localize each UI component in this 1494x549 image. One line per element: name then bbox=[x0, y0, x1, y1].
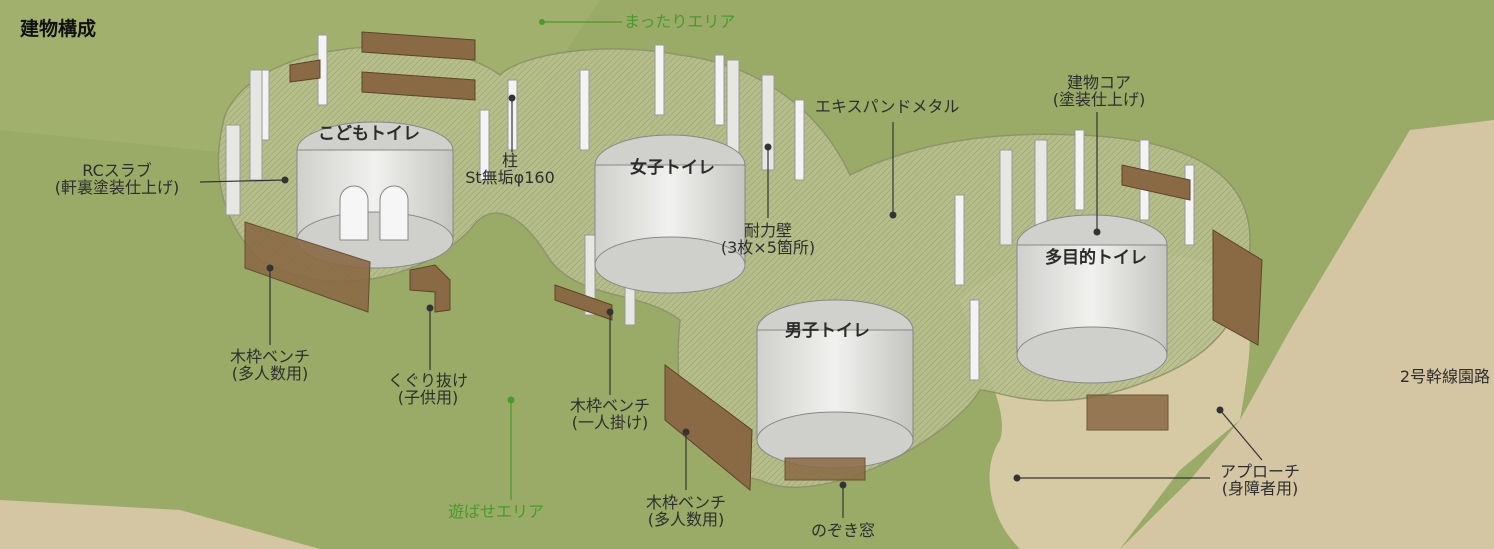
label-rc-slab-line2: (軒裏塗装仕上げ) bbox=[54, 178, 180, 197]
label-rc-slab-line1: RCスラブ bbox=[82, 161, 152, 180]
label-building-core: 建物コア (塗装仕上げ) bbox=[1030, 74, 1168, 108]
label-mens-toilet: 男子トイレ bbox=[785, 321, 870, 341]
crawl-through bbox=[409, 264, 451, 313]
label-bench-single-line1: 木枠ベンチ bbox=[569, 396, 650, 415]
label-core-line1: 建物コア bbox=[1066, 73, 1131, 92]
label-multi-toilet: 多目的トイレ bbox=[1045, 248, 1147, 268]
label-crawl-through: くぐり抜け (子供用) bbox=[368, 372, 488, 406]
core-kids bbox=[296, 121, 454, 269]
label-bench-multi-2-line2: (多人数用) bbox=[647, 510, 725, 529]
label-bench-single-line2: (一人掛け) bbox=[571, 413, 649, 432]
core-men bbox=[756, 299, 914, 469]
label-bench-multi-2: 木枠ベンチ (多人数用) bbox=[626, 494, 746, 528]
label-column-line2: St無垢φ160 bbox=[465, 168, 555, 187]
park-road bbox=[1120, 120, 1494, 549]
label-womens-toilet: 女子トイレ bbox=[630, 158, 715, 178]
leader-lines bbox=[199, 19, 1263, 518]
label-bench-multi-1: 木枠ベンチ (多人数用) bbox=[210, 348, 330, 382]
core-multi bbox=[1016, 214, 1168, 384]
label-approach: アプローチ (身障者用) bbox=[1200, 463, 1320, 497]
label-shear-wall: 耐力壁 (3枚×5箇所) bbox=[702, 222, 834, 256]
label-crawl-line2: (子供用) bbox=[397, 388, 459, 407]
label-approach-line1: アプローチ bbox=[1219, 462, 1300, 481]
label-expanded-metal: エキスパンドメタル bbox=[815, 97, 960, 116]
label-rc-slab: RCスラブ (軒裏塗装仕上げ) bbox=[36, 162, 198, 196]
label-peek-window: のぞき窓 bbox=[810, 521, 875, 540]
label-core-line2: (塗装仕上げ) bbox=[1052, 90, 1146, 109]
label-approach-line2: (身障者用) bbox=[1221, 479, 1299, 498]
label-bench-multi-1-line2: (多人数用) bbox=[231, 364, 309, 383]
label-bench-multi-2-line1: 木枠ベンチ bbox=[645, 493, 726, 512]
label-bench-multi-1-line1: 木枠ベンチ bbox=[229, 347, 310, 366]
core-women bbox=[594, 134, 746, 294]
label-shear-wall-line2: (3枚×5箇所) bbox=[720, 238, 816, 257]
label-kids-toilet: こどもトイレ bbox=[318, 124, 420, 144]
label-bench-single: 木枠ベンチ (一人掛け) bbox=[550, 397, 670, 431]
label-crawl-line1: くぐり抜け bbox=[387, 371, 468, 390]
label-column: 柱 St無垢φ160 bbox=[445, 152, 575, 186]
label-park-road: 2号幹線園路 bbox=[1399, 367, 1490, 386]
page-title: 建物構成 bbox=[20, 18, 97, 40]
label-shear-wall-line1: 耐力壁 bbox=[743, 221, 792, 240]
label-column-line1: 柱 bbox=[501, 151, 518, 170]
wood-benches bbox=[244, 31, 1263, 492]
bottom-path bbox=[0, 500, 320, 549]
label-play-area: 遊ばせエリア bbox=[448, 502, 545, 521]
label-relax-area: まったりエリア bbox=[624, 12, 736, 31]
